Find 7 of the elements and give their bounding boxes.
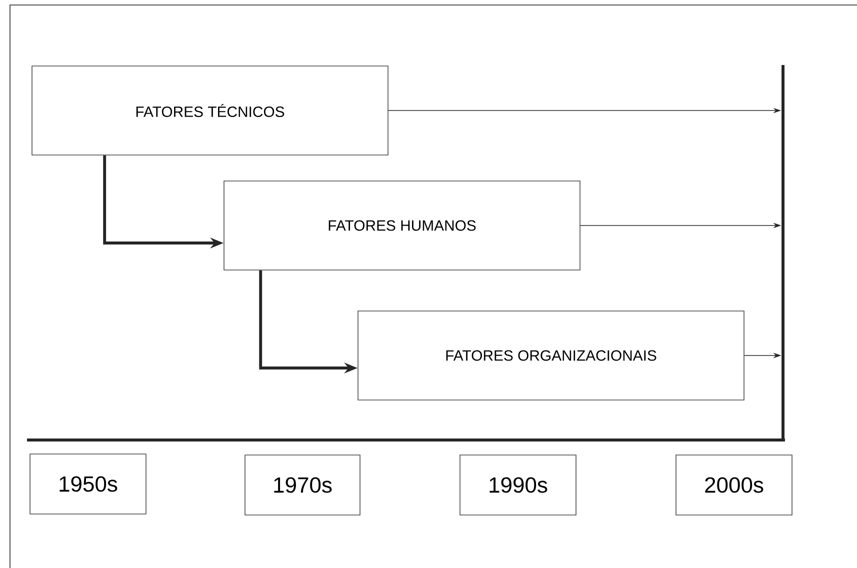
year-box: 1990s xyxy=(460,454,576,516)
year-box: 1950s xyxy=(30,454,146,514)
year-box: 1970s xyxy=(244,454,360,516)
year-box: 2000s xyxy=(676,454,792,516)
factor-box: FATORES HUMANOS xyxy=(224,180,580,270)
factor-box: FATORES ORGANIZACIONAIS xyxy=(358,310,744,400)
factor-box: FATORES TÉCNICOS xyxy=(32,66,388,156)
